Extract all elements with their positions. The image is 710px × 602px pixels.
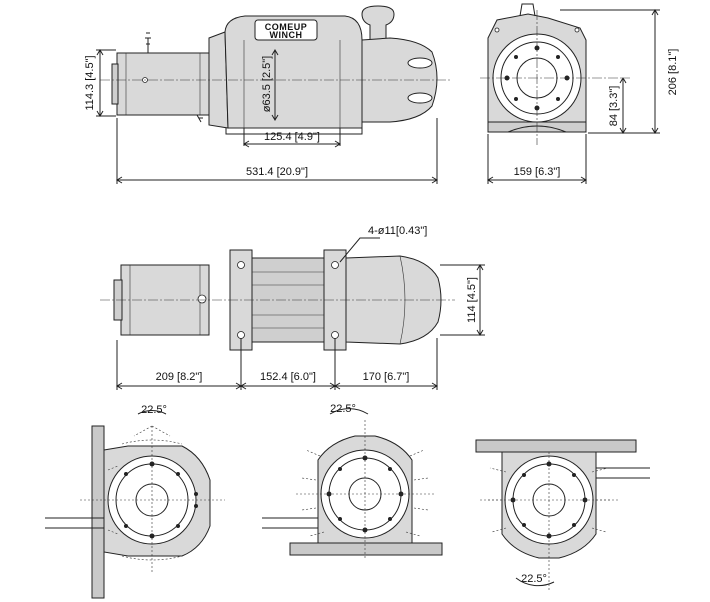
- dim-top-right: 170 [6.7"]: [363, 371, 410, 383]
- side-terminal: [145, 32, 151, 53]
- clutch-handle: [361, 5, 395, 43]
- dim-height-left: 114.3 [4.5"]: [84, 55, 96, 110]
- mount-view-ceiling: 22.5°: [475, 439, 650, 590]
- dim-drum-length: 125.4 [4.9"]: [264, 131, 320, 143]
- dim-mount-holes: 4-ø11[0.43"]: [368, 225, 427, 237]
- end-view: 206 [8.1"] 84 [3.3"] 159 [6.3"]: [480, 3, 679, 184]
- top-terminal: [197, 294, 207, 304]
- side-motor: [116, 52, 210, 116]
- logo-line1: COMEUP: [265, 22, 308, 32]
- end-handle: [519, 3, 536, 17]
- top-view: 4-ø11[0.43"] 114 [4.5"] 209 [8.2"] 152.4…: [100, 225, 485, 390]
- mount-view-floor: 22.5°: [262, 403, 443, 560]
- dim-top-left: 209 [8.2"]: [156, 371, 203, 383]
- mount-view-wall: 22.5°: [45, 404, 225, 599]
- angle-label-3: 22.5°: [521, 573, 547, 585]
- mount2-floor: [289, 542, 443, 556]
- dim-overall-length: 531.4 [20.9"]: [246, 166, 308, 178]
- logo-line2: WINCH: [270, 30, 303, 40]
- side-motor-endcap: [111, 63, 119, 105]
- angle-label-1: 22.5°: [141, 404, 167, 416]
- mount3-ceiling: [475, 439, 637, 453]
- dim-end-height: 206 [8.1"]: [667, 49, 679, 96]
- dim-top-mid: 152.4 [6.0"]: [260, 371, 316, 383]
- side-view: COMEUP WINCH 114.3 [4.5"] ø63.5 [2.5"] 1…: [84, 5, 450, 184]
- dim-end-axis-height: 84 [3.3"]: [608, 86, 620, 127]
- angle-label-2: 22.5°: [330, 403, 356, 415]
- dim-end-width: 159 [6.3"]: [514, 166, 561, 178]
- logo-plate: [254, 19, 318, 41]
- dim-drum-diameter: ø63.5 [2.5"]: [261, 56, 273, 113]
- dim-top-height: 114 [4.5"]: [466, 277, 478, 323]
- mount1-wall: [91, 425, 105, 599]
